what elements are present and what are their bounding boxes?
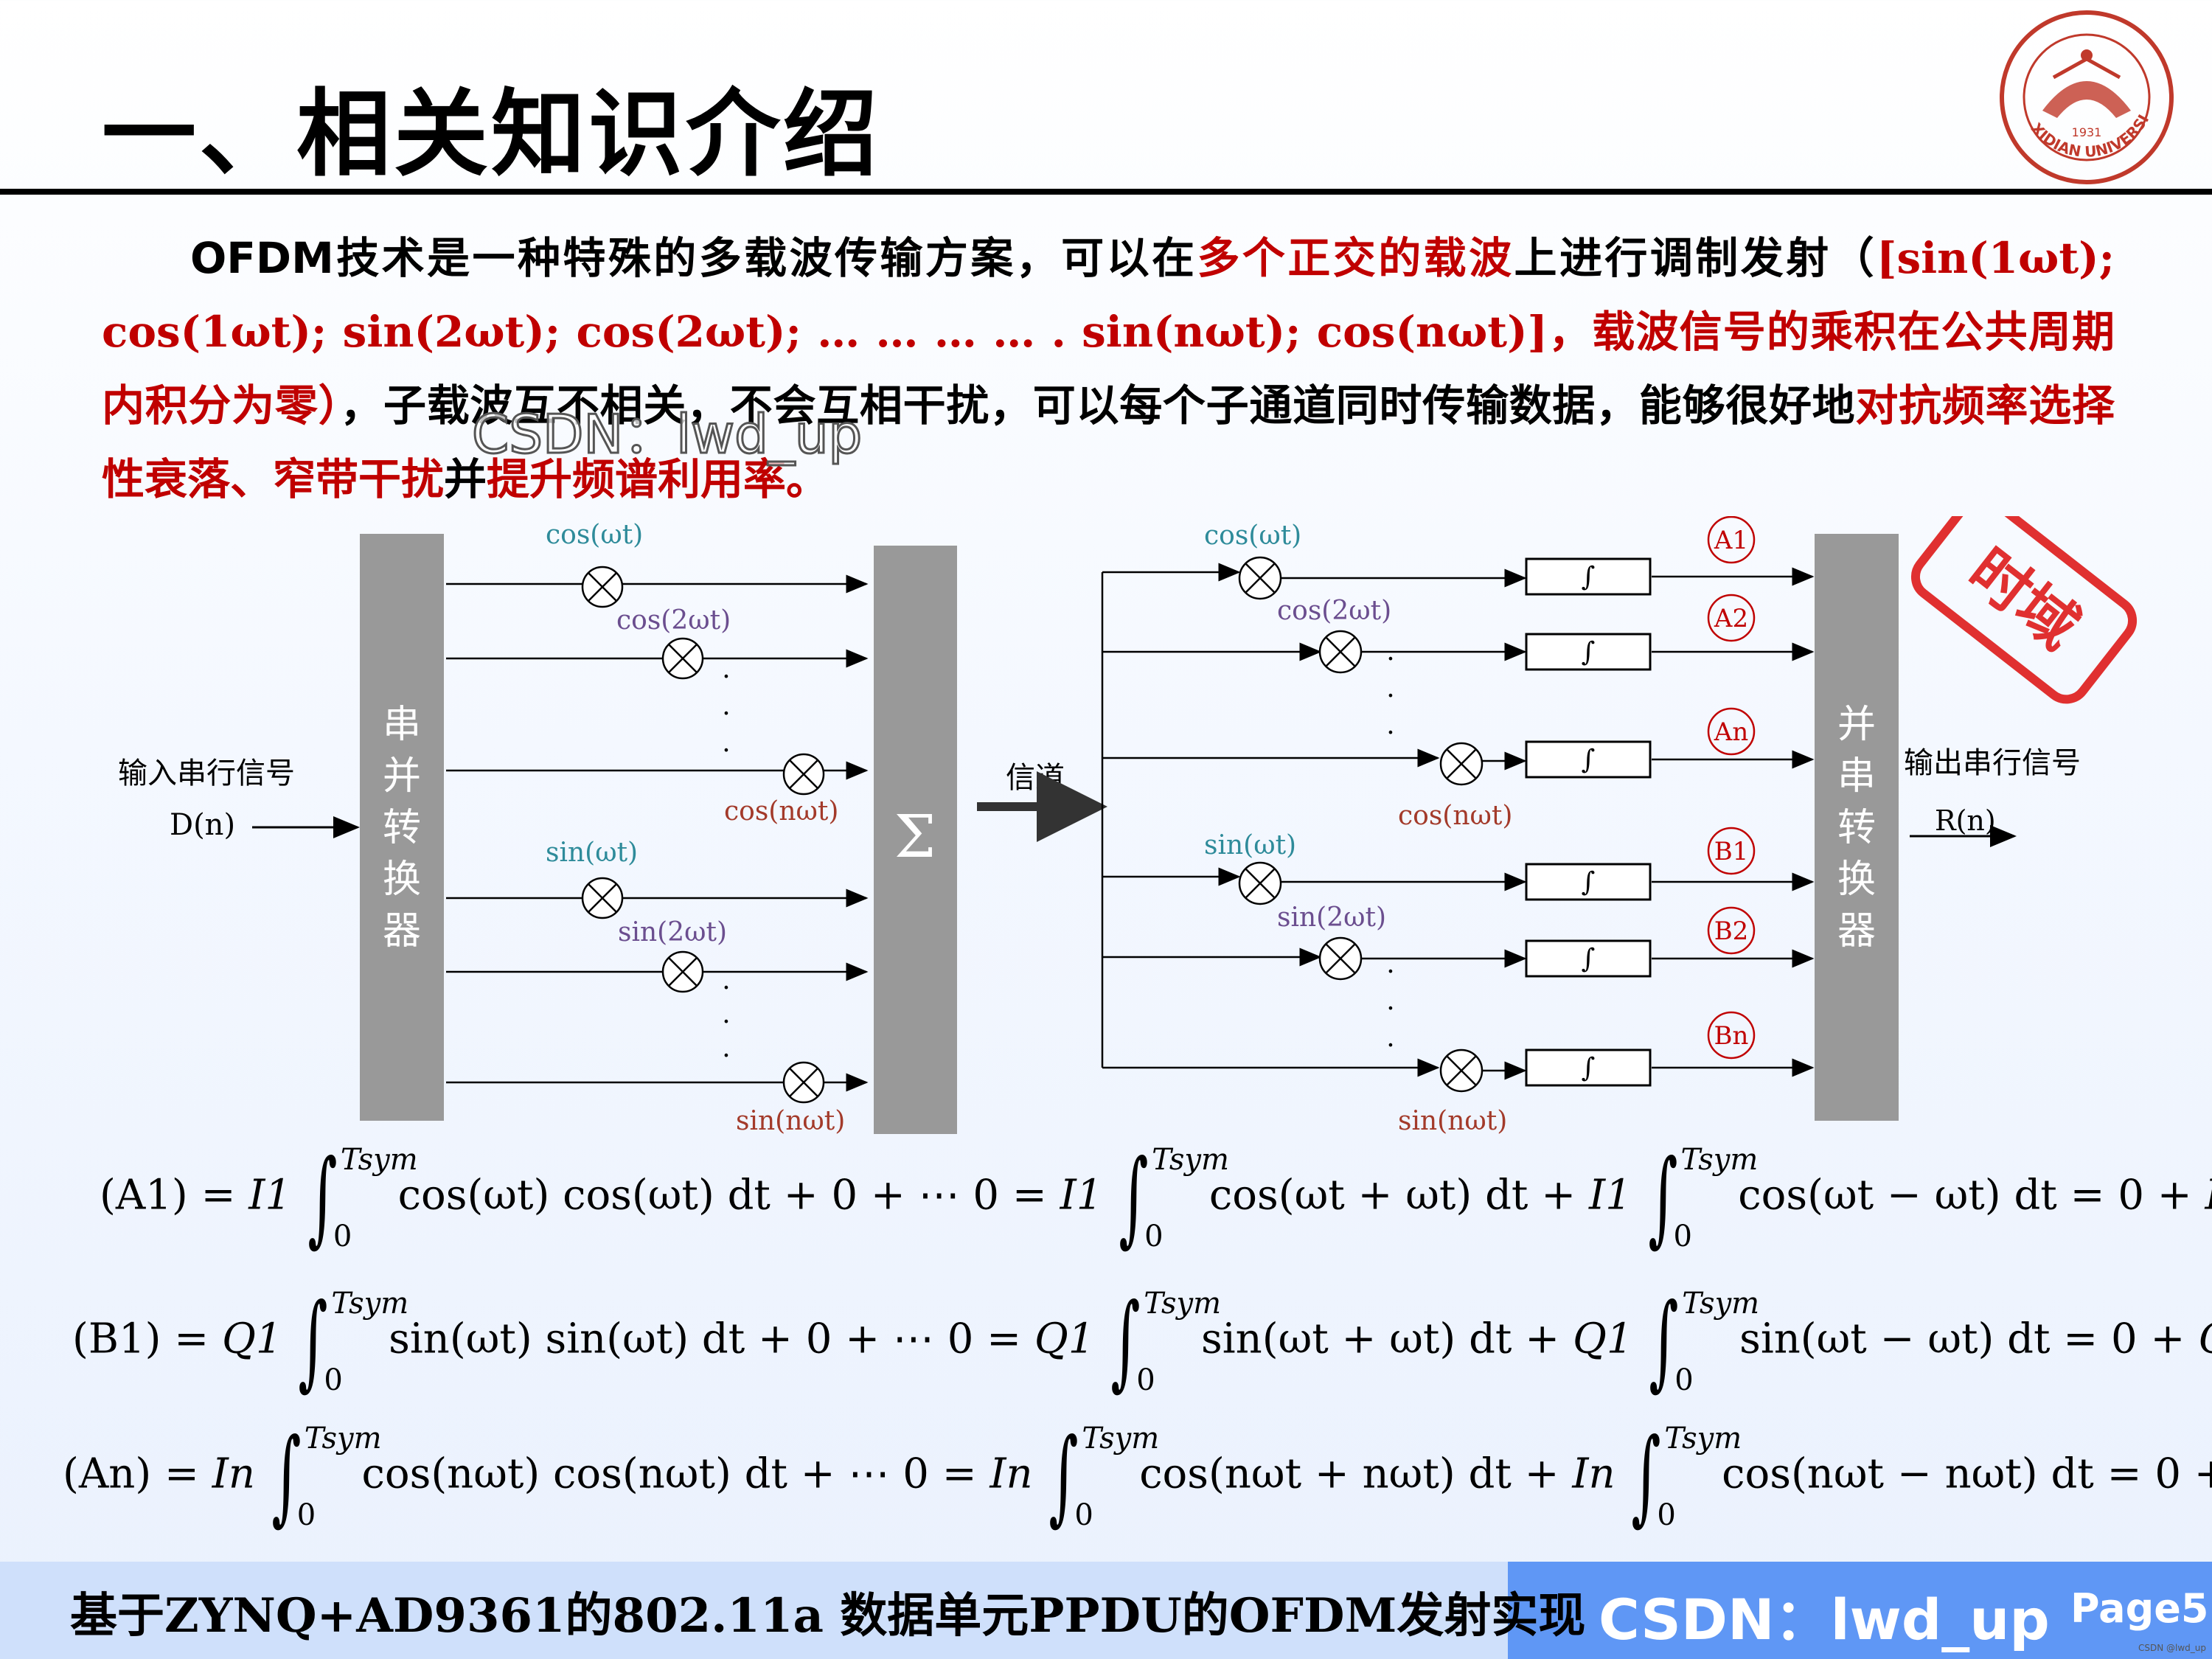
rx-carrier-sin2: sin(2ωt) bbox=[1277, 902, 1386, 933]
serial-parallel-converter bbox=[360, 534, 444, 1121]
footer-bar bbox=[0, 1562, 1508, 1659]
output-label-an: An bbox=[1714, 717, 1748, 747]
para-text-4: 并 bbox=[444, 454, 487, 504]
rx-carrier-sinn: sin(nωt) bbox=[1398, 1106, 1507, 1136]
sp-char-4: 换 bbox=[383, 858, 421, 902]
footer-attribution: CSDN @lwd_up bbox=[2138, 1643, 2207, 1653]
integrator-a1 bbox=[1525, 557, 1652, 596]
output-label: 输出串行信号 bbox=[1904, 746, 2081, 780]
integrator-bn bbox=[1525, 1048, 1652, 1087]
integrator-b2 bbox=[1525, 939, 1652, 978]
rx-ellipsis-dot: · bbox=[1386, 644, 1394, 675]
sp-char-5: 器 bbox=[383, 909, 421, 953]
rx-carrier-sin1: sin(ωt) bbox=[1204, 830, 1296, 860]
tx-ellipsis-dot: · bbox=[722, 736, 730, 766]
svg-text:1931: 1931 bbox=[2072, 125, 2102, 139]
tx-carrier-sin2: sin(2ωt) bbox=[618, 917, 727, 947]
rx-carrier-cos2: cos(2ωt) bbox=[1277, 596, 1391, 626]
output-label-b2: B2 bbox=[1714, 917, 1749, 946]
output-label-bn: Bn bbox=[1714, 1021, 1749, 1051]
rx-carrier-cosn: cos(nωt) bbox=[1398, 801, 1512, 831]
ps-char-3: 转 bbox=[1837, 806, 1876, 850]
university-seal-logo: 1931 XIDIAN UNIVERSITY bbox=[1987, 7, 2174, 184]
integrator-an bbox=[1525, 740, 1652, 779]
ofdm-block-diagram: 输入串行信号 D(n) 串 并 转 换 器 Σ bbox=[118, 516, 2138, 1136]
output-marker-b1 bbox=[1707, 827, 1756, 875]
input-label: 输入串行信号 bbox=[118, 757, 295, 790]
para-text-3: ，子载波互不相关，不会互相干扰，可以每个子通道同时传输数据，能够很好地 bbox=[340, 380, 1856, 431]
ps-char-1: 并 bbox=[1837, 703, 1876, 747]
tx-carrier-cosn: cos(nωt) bbox=[724, 796, 838, 827]
output-marker-a1 bbox=[1707, 516, 1756, 564]
time-domain-stamp: 时域 bbox=[1910, 516, 2138, 704]
integrator-a2 bbox=[1525, 633, 1652, 671]
footer-brand-bar bbox=[1508, 1562, 2212, 1659]
para-carrier-set: [sin(1ωt); cos(1ωt); sin(2ωt); cos(2ωt);… bbox=[102, 233, 2115, 357]
para-highlight-3: 对抗频率选择性衰落、窄带干扰 bbox=[102, 380, 2115, 504]
integral-symbol: ∫ bbox=[1582, 745, 1596, 775]
parallel-serial-converter bbox=[1815, 534, 1899, 1121]
svg-text:时域: 时域 bbox=[1956, 535, 2091, 662]
integral-symbol: ∫ bbox=[1582, 1053, 1596, 1083]
output-marker-bn bbox=[1707, 1011, 1756, 1060]
tx-ellipsis-dot: · bbox=[722, 1041, 730, 1071]
tx-carrier-cos2: cos(2ωt) bbox=[616, 605, 731, 636]
footer-title: 基于ZYNQ+AD9361的802.11a 数据单元PPDU的OFDM发射实现 bbox=[70, 1588, 1586, 1644]
watermark: CSDN：lwd_up bbox=[470, 403, 863, 467]
page-title: 一、相关知识介绍 bbox=[102, 80, 881, 189]
output-label-a1: A1 bbox=[1714, 526, 1748, 555]
footer-csdn: CSDN：lwd_up bbox=[1599, 1587, 2050, 1652]
tx-carrier-cos1: cos(ωt) bbox=[546, 520, 643, 550]
sp-char-1: 串 bbox=[383, 703, 421, 747]
rx-ellipsis-dot: · bbox=[1386, 994, 1394, 1024]
channel-label: 信道 bbox=[1006, 761, 1065, 795]
rx-ellipsis-dot: · bbox=[1386, 681, 1394, 712]
integral-symbol: ∫ bbox=[1582, 867, 1596, 897]
rx-ellipsis-dot: · bbox=[1386, 957, 1394, 987]
intro-paragraph: OFDM技术是一种特殊的多载波传输方案，可以在多个正交的载波上进行调制发射（[s… bbox=[102, 221, 2115, 516]
integral-symbol: ∫ bbox=[1582, 562, 1596, 592]
para-text-2: 上进行调制发射（ bbox=[1514, 233, 1877, 283]
tx-ellipsis-dot: · bbox=[722, 699, 730, 729]
output-marker-a2 bbox=[1707, 594, 1756, 642]
output-label-a2: A2 bbox=[1714, 604, 1748, 633]
para-highlight-2: ，载波信号的乘积在公共周期内积分为零） bbox=[102, 307, 2115, 431]
sp-char-2: 并 bbox=[383, 754, 421, 799]
tx-ellipsis-dot: · bbox=[722, 1007, 730, 1037]
page-number: Page5 bbox=[2070, 1585, 2209, 1632]
para-highlight-1: 多个正交的载波 bbox=[1197, 233, 1514, 283]
integral-symbol: ∫ bbox=[1582, 944, 1596, 974]
input-signal: D(n) bbox=[170, 808, 235, 842]
para-highlight-4: 提升频谱利用率。 bbox=[487, 454, 830, 504]
sum-symbol: Σ bbox=[894, 802, 936, 871]
output-label-b1: B1 bbox=[1714, 837, 1749, 866]
rx-ellipsis-dot: · bbox=[1386, 718, 1394, 748]
tx-carrier-sin1: sin(ωt) bbox=[546, 838, 638, 868]
ps-char-2: 串 bbox=[1837, 754, 1876, 799]
sp-char-3: 转 bbox=[383, 806, 421, 850]
para-text-1: OFDM技术是一种特殊的多载波传输方案，可以在 bbox=[190, 233, 1197, 283]
output-marker-an bbox=[1707, 707, 1756, 756]
ps-char-5: 器 bbox=[1837, 909, 1876, 953]
rx-carrier-cos1: cos(ωt) bbox=[1204, 521, 1301, 551]
integrator-b1 bbox=[1525, 863, 1652, 901]
integral-symbol: ∫ bbox=[1582, 637, 1596, 667]
ps-char-4: 换 bbox=[1837, 858, 1876, 902]
rx-ellipsis-dot: · bbox=[1386, 1031, 1394, 1061]
summation-block bbox=[874, 546, 957, 1134]
output-marker-b2 bbox=[1707, 906, 1756, 955]
output-signal: R(n) bbox=[1935, 804, 1996, 837]
tx-ellipsis-dot: · bbox=[722, 973, 730, 1004]
title-divider bbox=[0, 189, 2212, 195]
tx-ellipsis-dot: · bbox=[722, 662, 730, 692]
tx-carrier-sinn: sin(nωt) bbox=[736, 1106, 845, 1136]
